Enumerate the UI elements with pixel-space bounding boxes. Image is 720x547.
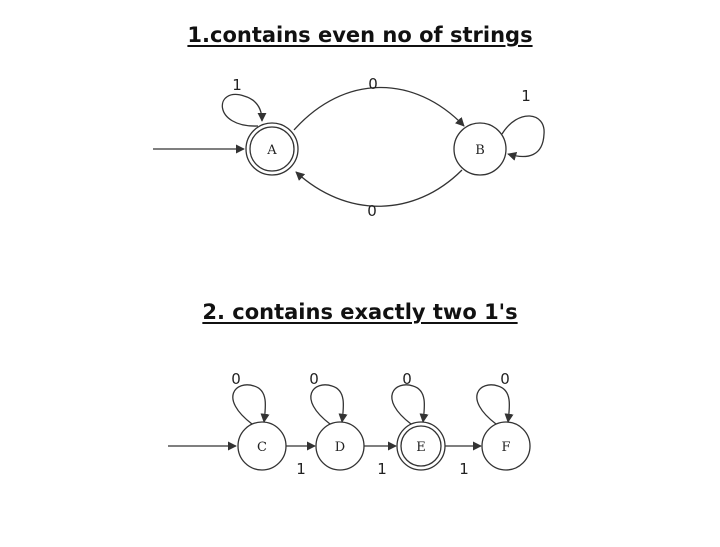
transition-c-c-label: 0	[231, 370, 241, 388]
transition-a-b-label: 0	[368, 75, 378, 93]
transition-b-a-label: 0	[367, 202, 377, 220]
transition-f-f-label: 0	[500, 370, 510, 388]
transition-a-b	[293, 86, 465, 131]
diagram-2-title: 2. contains exactly two 1's	[202, 300, 518, 324]
state-f	[481, 421, 531, 471]
transition-d-d-label: 0	[309, 370, 319, 388]
state-d	[315, 421, 365, 471]
state-label-d: D	[335, 440, 345, 455]
state-label-f: F	[501, 440, 510, 455]
transition-b-b-label: 1	[521, 87, 531, 105]
transition-b-b	[501, 115, 545, 161]
diagram-1-title: 1.contains even no of strings	[187, 23, 533, 47]
transition-c-d-label: 1	[296, 460, 306, 478]
transition-d-e-label: 1	[377, 460, 387, 478]
transition-a-a-label: 1	[232, 76, 242, 94]
transition-b-a	[295, 169, 463, 207]
state-label-b: B	[475, 143, 485, 158]
state-c	[237, 421, 287, 471]
state-b	[453, 122, 507, 176]
transition-e-e	[391, 384, 429, 425]
transition-e-e-label: 0	[402, 370, 412, 388]
transition-e-f-label: 1	[459, 460, 469, 478]
state-label-c: C	[257, 440, 267, 455]
transition-f-f	[476, 384, 514, 425]
transition-c-c	[232, 384, 270, 425]
transition-d-d	[310, 384, 348, 425]
state-label-a: A	[266, 143, 277, 158]
accepting-ring-a	[249, 126, 295, 172]
transition-a-a	[221, 93, 267, 127]
state-label-e: E	[416, 440, 426, 455]
accepting-ring-e	[400, 425, 442, 467]
